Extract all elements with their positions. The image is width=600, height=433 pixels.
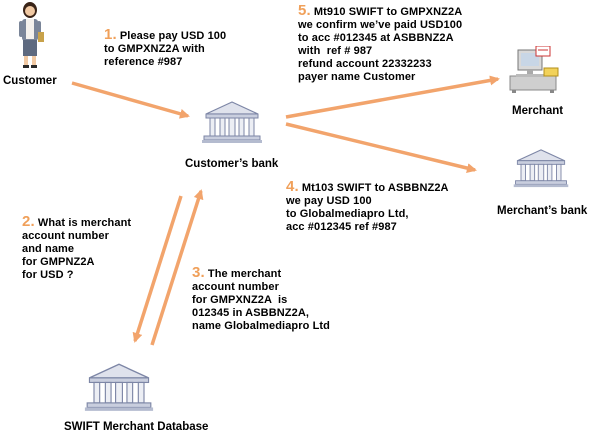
step-5-text: 5. Mt910 SWIFT to GMPXNZ2A we confirm we…	[298, 2, 463, 84]
arrow-swift-db-to-bank	[150, 189, 204, 346]
merchants-bank-label: Merchant’s bank	[497, 205, 588, 217]
computer-desk-icon	[509, 46, 559, 93]
customer-label: Customer	[3, 75, 57, 87]
step-1-text: 1. Please pay USD 100 to GMPXNZ2A with r…	[104, 26, 227, 69]
bank-building-icon	[202, 101, 262, 143]
bank-building-icon	[513, 149, 569, 188]
woman-figure-icon	[19, 2, 44, 68]
step-4-text: 4. Mt103 SWIFT to ASBBNZ2A we pay USD 10…	[286, 178, 449, 234]
step-description: Please pay USD 100 to GMPXNZ2A with refe…	[104, 30, 227, 68]
step-description: What is merchant account number and name…	[22, 217, 132, 281]
step-2-text: 2. What is merchant account number and n…	[22, 213, 132, 282]
step-number: 1.	[104, 26, 117, 43]
arrow-bank-to-merchant	[285, 75, 500, 119]
merchant-label: Merchant	[512, 105, 564, 117]
arrow-bank-to-swift-db	[132, 195, 183, 343]
step-description: The merchant account number for GMPXNZ2A…	[192, 268, 330, 332]
step-number: 3.	[192, 264, 205, 281]
step-number: 4.	[286, 178, 299, 195]
bank-building-icon	[84, 363, 154, 411]
step-description: Mt910 SWIFT to GMPXNZ2A we confirm we’ve…	[298, 6, 463, 83]
step-number: 2.	[22, 213, 35, 230]
swift-db-label: SWIFT Merchant Database	[64, 421, 209, 433]
arrow-bank-to-merchants-bank	[285, 122, 477, 173]
step-number: 5.	[298, 2, 311, 19]
step-description: Mt103 SWIFT to ASBBNZ2A we pay USD 100 t…	[286, 182, 449, 233]
customers-bank-label: Customer’s bank	[185, 158, 279, 170]
arrow-customer-to-bank	[71, 81, 190, 119]
step-3-text: 3. The merchant account number for GMPXN…	[192, 264, 330, 333]
